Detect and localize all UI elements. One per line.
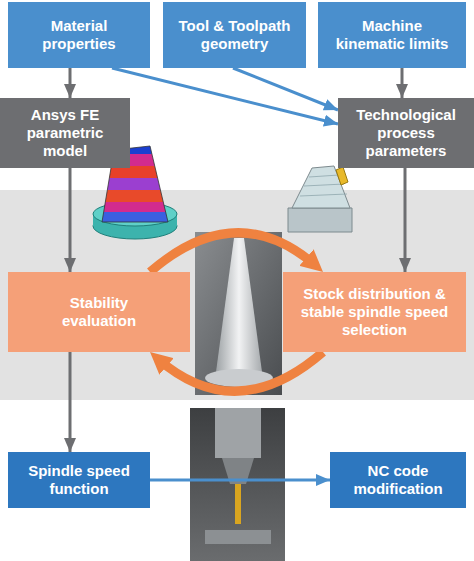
blade-photo bbox=[195, 232, 282, 395]
input-box: Tool & Toolpath geometry bbox=[163, 2, 306, 68]
output-box: Spindle speed function bbox=[8, 452, 150, 508]
box-label: Tool & Toolpath geometry bbox=[171, 17, 298, 53]
connector-arrow bbox=[158, 352, 323, 391]
box-label: Spindle speed function bbox=[16, 462, 142, 498]
connector-arrow bbox=[69, 68, 72, 98]
text-group: Material properties bbox=[16, 17, 142, 53]
connector-arrow bbox=[233, 68, 338, 110]
parameter-box: Technological process parameters bbox=[338, 98, 474, 168]
box-label: Material properties bbox=[16, 17, 142, 53]
connector-arrow bbox=[150, 479, 330, 482]
connector-arrow bbox=[69, 168, 72, 272]
text-group: Technological process parameters bbox=[346, 106, 466, 160]
box-label: Technological process parameters bbox=[346, 106, 466, 160]
process-box: Stock distribution & stable spindle spee… bbox=[283, 272, 466, 352]
machine-photo bbox=[190, 408, 285, 561]
output-box: NC code modification bbox=[330, 452, 466, 508]
connector-arrow bbox=[401, 68, 404, 98]
text-group: Spindle speed function bbox=[16, 462, 142, 498]
box-label: Machine kinematic limits bbox=[326, 17, 458, 53]
connector-arrow bbox=[112, 68, 338, 124]
box-label: NC code modification bbox=[338, 462, 458, 498]
text-group: Stock distribution & stable spindle spee… bbox=[297, 285, 452, 339]
input-box: Material properties bbox=[8, 2, 150, 68]
process-box: Stability evaluation bbox=[8, 272, 190, 352]
connector-arrow bbox=[404, 168, 407, 272]
toolpath-picture bbox=[288, 166, 352, 232]
model-box: Ansys FE parametric model bbox=[0, 98, 130, 168]
connector-arrow bbox=[150, 233, 315, 272]
text-group: Ansys FE parametric model bbox=[10, 106, 120, 160]
box-label: Stock distribution & stable spindle spee… bbox=[297, 285, 452, 339]
connector-arrow bbox=[69, 352, 72, 452]
box-label: Ansys FE parametric model bbox=[10, 106, 120, 160]
text-group: NC code modification bbox=[338, 462, 458, 498]
text-group: Machine kinematic limits bbox=[326, 17, 458, 53]
input-box: Machine kinematic limits bbox=[318, 2, 466, 68]
text-group: Stability evaluation bbox=[42, 294, 156, 330]
box-label: Stability evaluation bbox=[42, 294, 156, 330]
text-group: Tool & Toolpath geometry bbox=[171, 17, 298, 53]
